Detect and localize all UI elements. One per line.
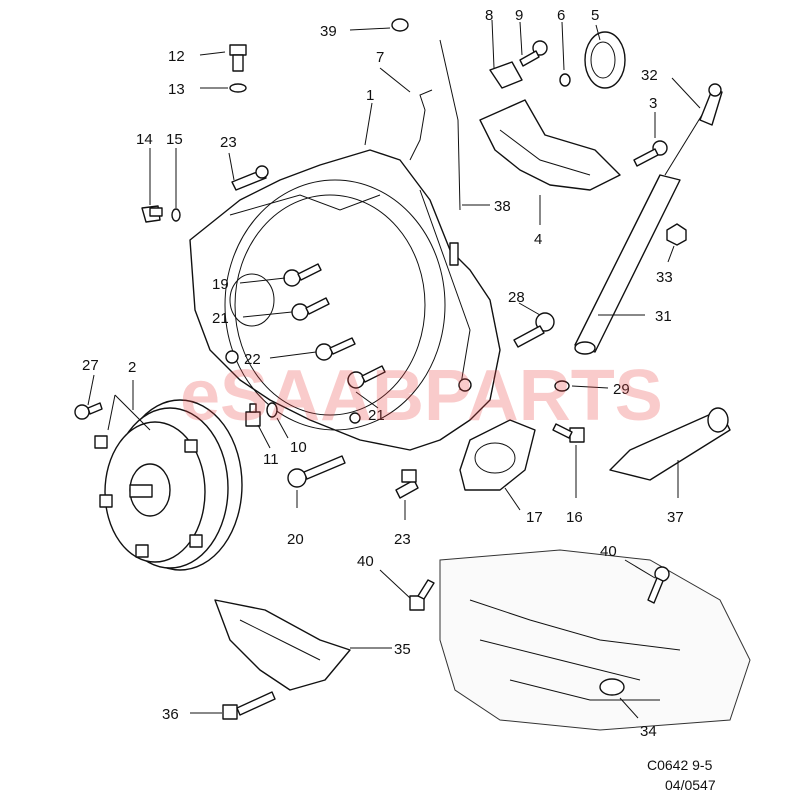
callout-40-left: 40 xyxy=(357,553,374,570)
callout-19: 19 xyxy=(212,276,229,293)
leader-lines xyxy=(87,19,701,719)
part-pipe-7 xyxy=(409,89,433,161)
callout-10: 10 xyxy=(290,439,307,456)
part-seal-13 xyxy=(229,83,247,93)
callout-13: 13 xyxy=(168,81,185,98)
callout-2: 2 xyxy=(128,359,136,376)
callout-11: 11 xyxy=(263,451,279,468)
part-bearing-5 xyxy=(584,31,626,89)
callout-35: 35 xyxy=(394,641,411,658)
part-bolt-11 xyxy=(245,403,261,427)
part-ring-10 xyxy=(266,402,278,418)
part-bolt-16 xyxy=(552,423,585,443)
drawing-code: C0642 9-5 xyxy=(647,757,713,773)
part-funnel-37 xyxy=(609,407,731,481)
part-stud-23-lower xyxy=(395,469,419,499)
part-clamp-34 xyxy=(599,678,625,696)
callout-40-right: 40 xyxy=(600,543,617,560)
part-bolt-28 xyxy=(513,312,555,348)
callout-38: 38 xyxy=(494,198,511,215)
part-bracket-8 xyxy=(489,61,523,89)
part-seal-29 xyxy=(554,380,570,392)
part-ring-6 xyxy=(559,73,571,87)
part-transmission-housing xyxy=(189,149,501,451)
callout-5: 5 xyxy=(591,7,599,24)
callout-9: 9 xyxy=(515,7,523,24)
callout-33: 33 xyxy=(656,269,673,286)
drawing-date: 04/0547 xyxy=(665,777,716,793)
callout-12: 12 xyxy=(168,48,185,65)
bolt-19 xyxy=(283,263,322,287)
parts-artwork xyxy=(74,18,751,731)
callout-27: 27 xyxy=(82,357,99,374)
callout-15: 15 xyxy=(166,131,183,148)
part-dipstick-tube-31 xyxy=(574,174,681,355)
callout-29: 29 xyxy=(613,381,630,398)
callout-23-upper: 23 xyxy=(220,134,237,151)
callout-20: 20 xyxy=(287,531,304,548)
part-shield-35 xyxy=(214,599,351,691)
callout-16: 16 xyxy=(566,509,583,526)
callout-labels: 1 2 3 4 5 6 7 8 9 10 11 12 13 14 15 16 1… xyxy=(82,7,684,740)
part-bracket-4 xyxy=(479,99,621,191)
housing-bolts xyxy=(283,263,386,389)
part-hose-38 xyxy=(439,39,461,211)
callout-4: 4 xyxy=(534,231,542,248)
part-bolt-9 xyxy=(519,40,548,67)
watermark-text: eSAABPARTS xyxy=(180,356,663,436)
callout-21-right: 21 xyxy=(368,407,385,424)
part-bolt-36 xyxy=(222,691,276,720)
part-bolt-3 xyxy=(633,140,668,167)
part-cover-plate-17 xyxy=(459,419,536,491)
callout-22: 22 xyxy=(244,351,261,368)
part-engine-detail xyxy=(439,549,751,731)
part-clip-39 xyxy=(391,18,409,32)
callout-21-upper: 21 xyxy=(212,310,229,327)
part-nut-33 xyxy=(666,223,687,246)
part-plug-12 xyxy=(229,44,247,72)
part-bolt-27 xyxy=(74,402,103,420)
part-stud-23-upper xyxy=(231,165,269,191)
callout-36: 36 xyxy=(162,706,179,723)
callout-32: 32 xyxy=(641,67,658,84)
part-torque-converter xyxy=(94,399,243,571)
part-washer-15 xyxy=(171,208,181,222)
part-bolt-20 xyxy=(287,455,346,488)
part-dipstick-32 xyxy=(664,83,723,176)
callout-37: 37 xyxy=(667,509,684,526)
callout-34: 34 xyxy=(640,723,657,740)
part-bolt-40-left xyxy=(409,579,435,611)
part-bolt-40-right xyxy=(647,566,670,604)
callout-3: 3 xyxy=(649,95,657,112)
callout-39: 39 xyxy=(320,23,337,40)
callout-1: 1 xyxy=(366,87,374,104)
callout-17: 17 xyxy=(526,509,543,526)
bolt-22 xyxy=(315,337,356,361)
callout-23-lower: 23 xyxy=(394,531,411,548)
callout-14: 14 xyxy=(136,131,153,148)
callout-28: 28 xyxy=(508,289,525,306)
callout-6: 6 xyxy=(557,7,565,24)
part-bolt-14 xyxy=(141,205,163,223)
callout-7: 7 xyxy=(376,49,384,66)
callout-31: 31 xyxy=(655,308,672,325)
callout-8: 8 xyxy=(485,7,493,24)
bolt-21-middle xyxy=(347,365,386,389)
